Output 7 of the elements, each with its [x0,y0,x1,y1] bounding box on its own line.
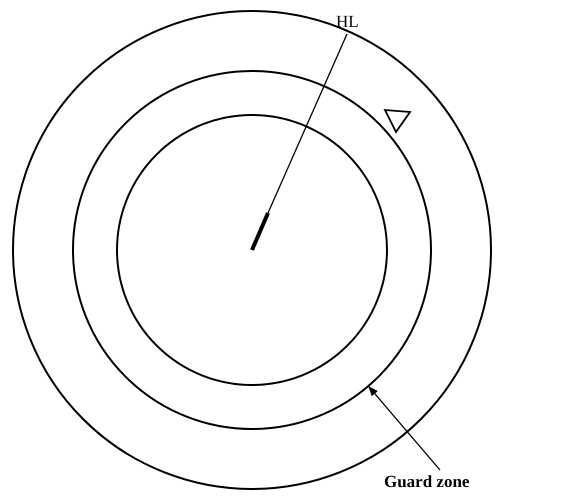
label-text: Guard zone [384,470,544,494]
heading-line [267,34,348,214]
range-ring [12,10,492,490]
range-ring [116,114,388,386]
range-ring [72,70,432,430]
label-text: HL [336,10,376,34]
leader-arrow [368,386,440,470]
